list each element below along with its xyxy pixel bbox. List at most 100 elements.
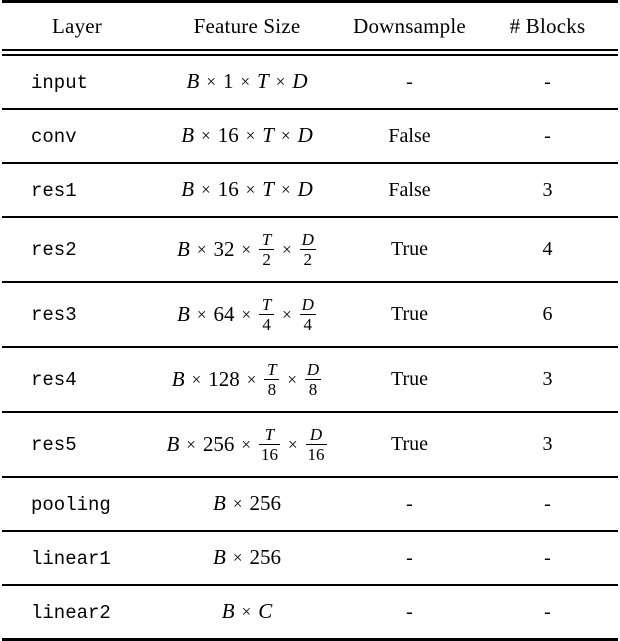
downsample-value: True bbox=[390, 433, 429, 455]
cell-blocks: 3 bbox=[477, 348, 618, 411]
layer-name: conv bbox=[31, 125, 77, 148]
fraction-denominator: 16 bbox=[260, 445, 278, 465]
times-symbol: × bbox=[186, 435, 196, 454]
cell-layer: conv bbox=[2, 110, 152, 162]
cell-downsample: - bbox=[342, 586, 477, 638]
column-header-layer: Layer bbox=[52, 13, 102, 38]
times-symbol: × bbox=[287, 435, 298, 454]
times-symbol: × bbox=[246, 370, 257, 389]
cell-feature-size: B×16×T×D bbox=[152, 164, 342, 216]
downsample-value: False bbox=[388, 124, 431, 147]
downsample-value: True bbox=[390, 303, 429, 325]
feature-size-expression: B×256 bbox=[212, 492, 282, 514]
blocks-value: 4 bbox=[542, 238, 553, 260]
math-variable: B bbox=[213, 544, 226, 569]
cell-downsample: - bbox=[342, 478, 477, 530]
downsample-value: - bbox=[406, 546, 413, 569]
times-symbol: × bbox=[201, 179, 211, 199]
times-symbol: × bbox=[282, 305, 292, 324]
math-variable: T bbox=[262, 176, 274, 201]
math-variable: T bbox=[262, 122, 274, 147]
math-number: 32 bbox=[213, 237, 235, 261]
blocks-value: 3 bbox=[542, 368, 553, 390]
cell-blocks: 3 bbox=[477, 164, 618, 216]
math-variable: B bbox=[177, 237, 190, 261]
layer-name: input bbox=[31, 71, 89, 94]
math-number: 128 bbox=[208, 367, 240, 391]
feature-size-expression: B×16×T×D bbox=[180, 122, 313, 147]
cell-layer: res4 bbox=[2, 348, 152, 411]
fraction-denominator: 4 bbox=[262, 315, 271, 335]
math-variable: T bbox=[257, 68, 269, 93]
fraction-numerator: T bbox=[264, 424, 275, 444]
fraction-bar bbox=[299, 248, 316, 251]
cell-feature-size: B×256 bbox=[152, 532, 342, 584]
cell-blocks: - bbox=[477, 110, 618, 162]
math-variable: D bbox=[297, 122, 313, 147]
fraction-numerator: T bbox=[261, 229, 272, 249]
math-number: 16 bbox=[217, 176, 239, 201]
cell-blocks: - bbox=[477, 586, 618, 638]
cell-feature-size: B×16×T×D bbox=[152, 110, 342, 162]
math-number: 256 bbox=[202, 432, 235, 456]
fraction-bar bbox=[264, 378, 280, 381]
cell-downsample: True bbox=[342, 413, 477, 476]
times-symbol: × bbox=[280, 179, 291, 199]
cell-layer: res5 bbox=[2, 413, 152, 476]
fraction-bar bbox=[259, 313, 275, 316]
times-symbol: × bbox=[245, 179, 256, 199]
layer-name: linear1 bbox=[31, 547, 111, 570]
row-separator-rule bbox=[2, 108, 618, 110]
math-number: 256 bbox=[249, 544, 281, 569]
layer-name: res4 bbox=[31, 369, 77, 391]
math-number: 64 bbox=[213, 302, 235, 326]
blocks-value: - bbox=[544, 600, 551, 623]
math-variable: B bbox=[181, 176, 195, 201]
row-separator-rule bbox=[2, 216, 618, 218]
layer-name: res5 bbox=[31, 434, 77, 456]
math-variable: D bbox=[292, 68, 308, 93]
column-header-downsample: Downsample bbox=[353, 13, 466, 38]
fraction-numerator: D bbox=[309, 424, 323, 444]
downsample-value: - bbox=[406, 70, 413, 93]
blocks-value: 3 bbox=[542, 433, 553, 455]
fraction-denominator: 8 bbox=[267, 380, 277, 400]
times-symbol: × bbox=[241, 240, 252, 259]
cell-downsample: True bbox=[342, 283, 477, 346]
feature-size-expression: B×16×T×D bbox=[180, 176, 313, 201]
downsample-value: True bbox=[390, 238, 429, 260]
downsample-value: - bbox=[406, 600, 413, 623]
feature-size-expression: B×1×T×D bbox=[186, 68, 309, 93]
fraction-numerator: D bbox=[301, 294, 314, 314]
times-symbol: × bbox=[191, 370, 202, 389]
column-header-feature-size: Feature Size bbox=[193, 13, 301, 38]
times-symbol: × bbox=[287, 370, 297, 389]
times-symbol: × bbox=[241, 305, 252, 324]
math-variable: B bbox=[166, 432, 180, 456]
fraction-numerator: D bbox=[306, 359, 320, 379]
cell-downsample: - bbox=[342, 56, 477, 108]
times-symbol: × bbox=[245, 125, 256, 145]
cell-downsample: True bbox=[342, 348, 477, 411]
fraction-denominator: 2 bbox=[262, 250, 271, 270]
row-separator-rule bbox=[2, 162, 618, 164]
times-symbol: × bbox=[275, 71, 286, 91]
times-symbol: × bbox=[196, 305, 207, 324]
blocks-value: - bbox=[544, 124, 551, 147]
